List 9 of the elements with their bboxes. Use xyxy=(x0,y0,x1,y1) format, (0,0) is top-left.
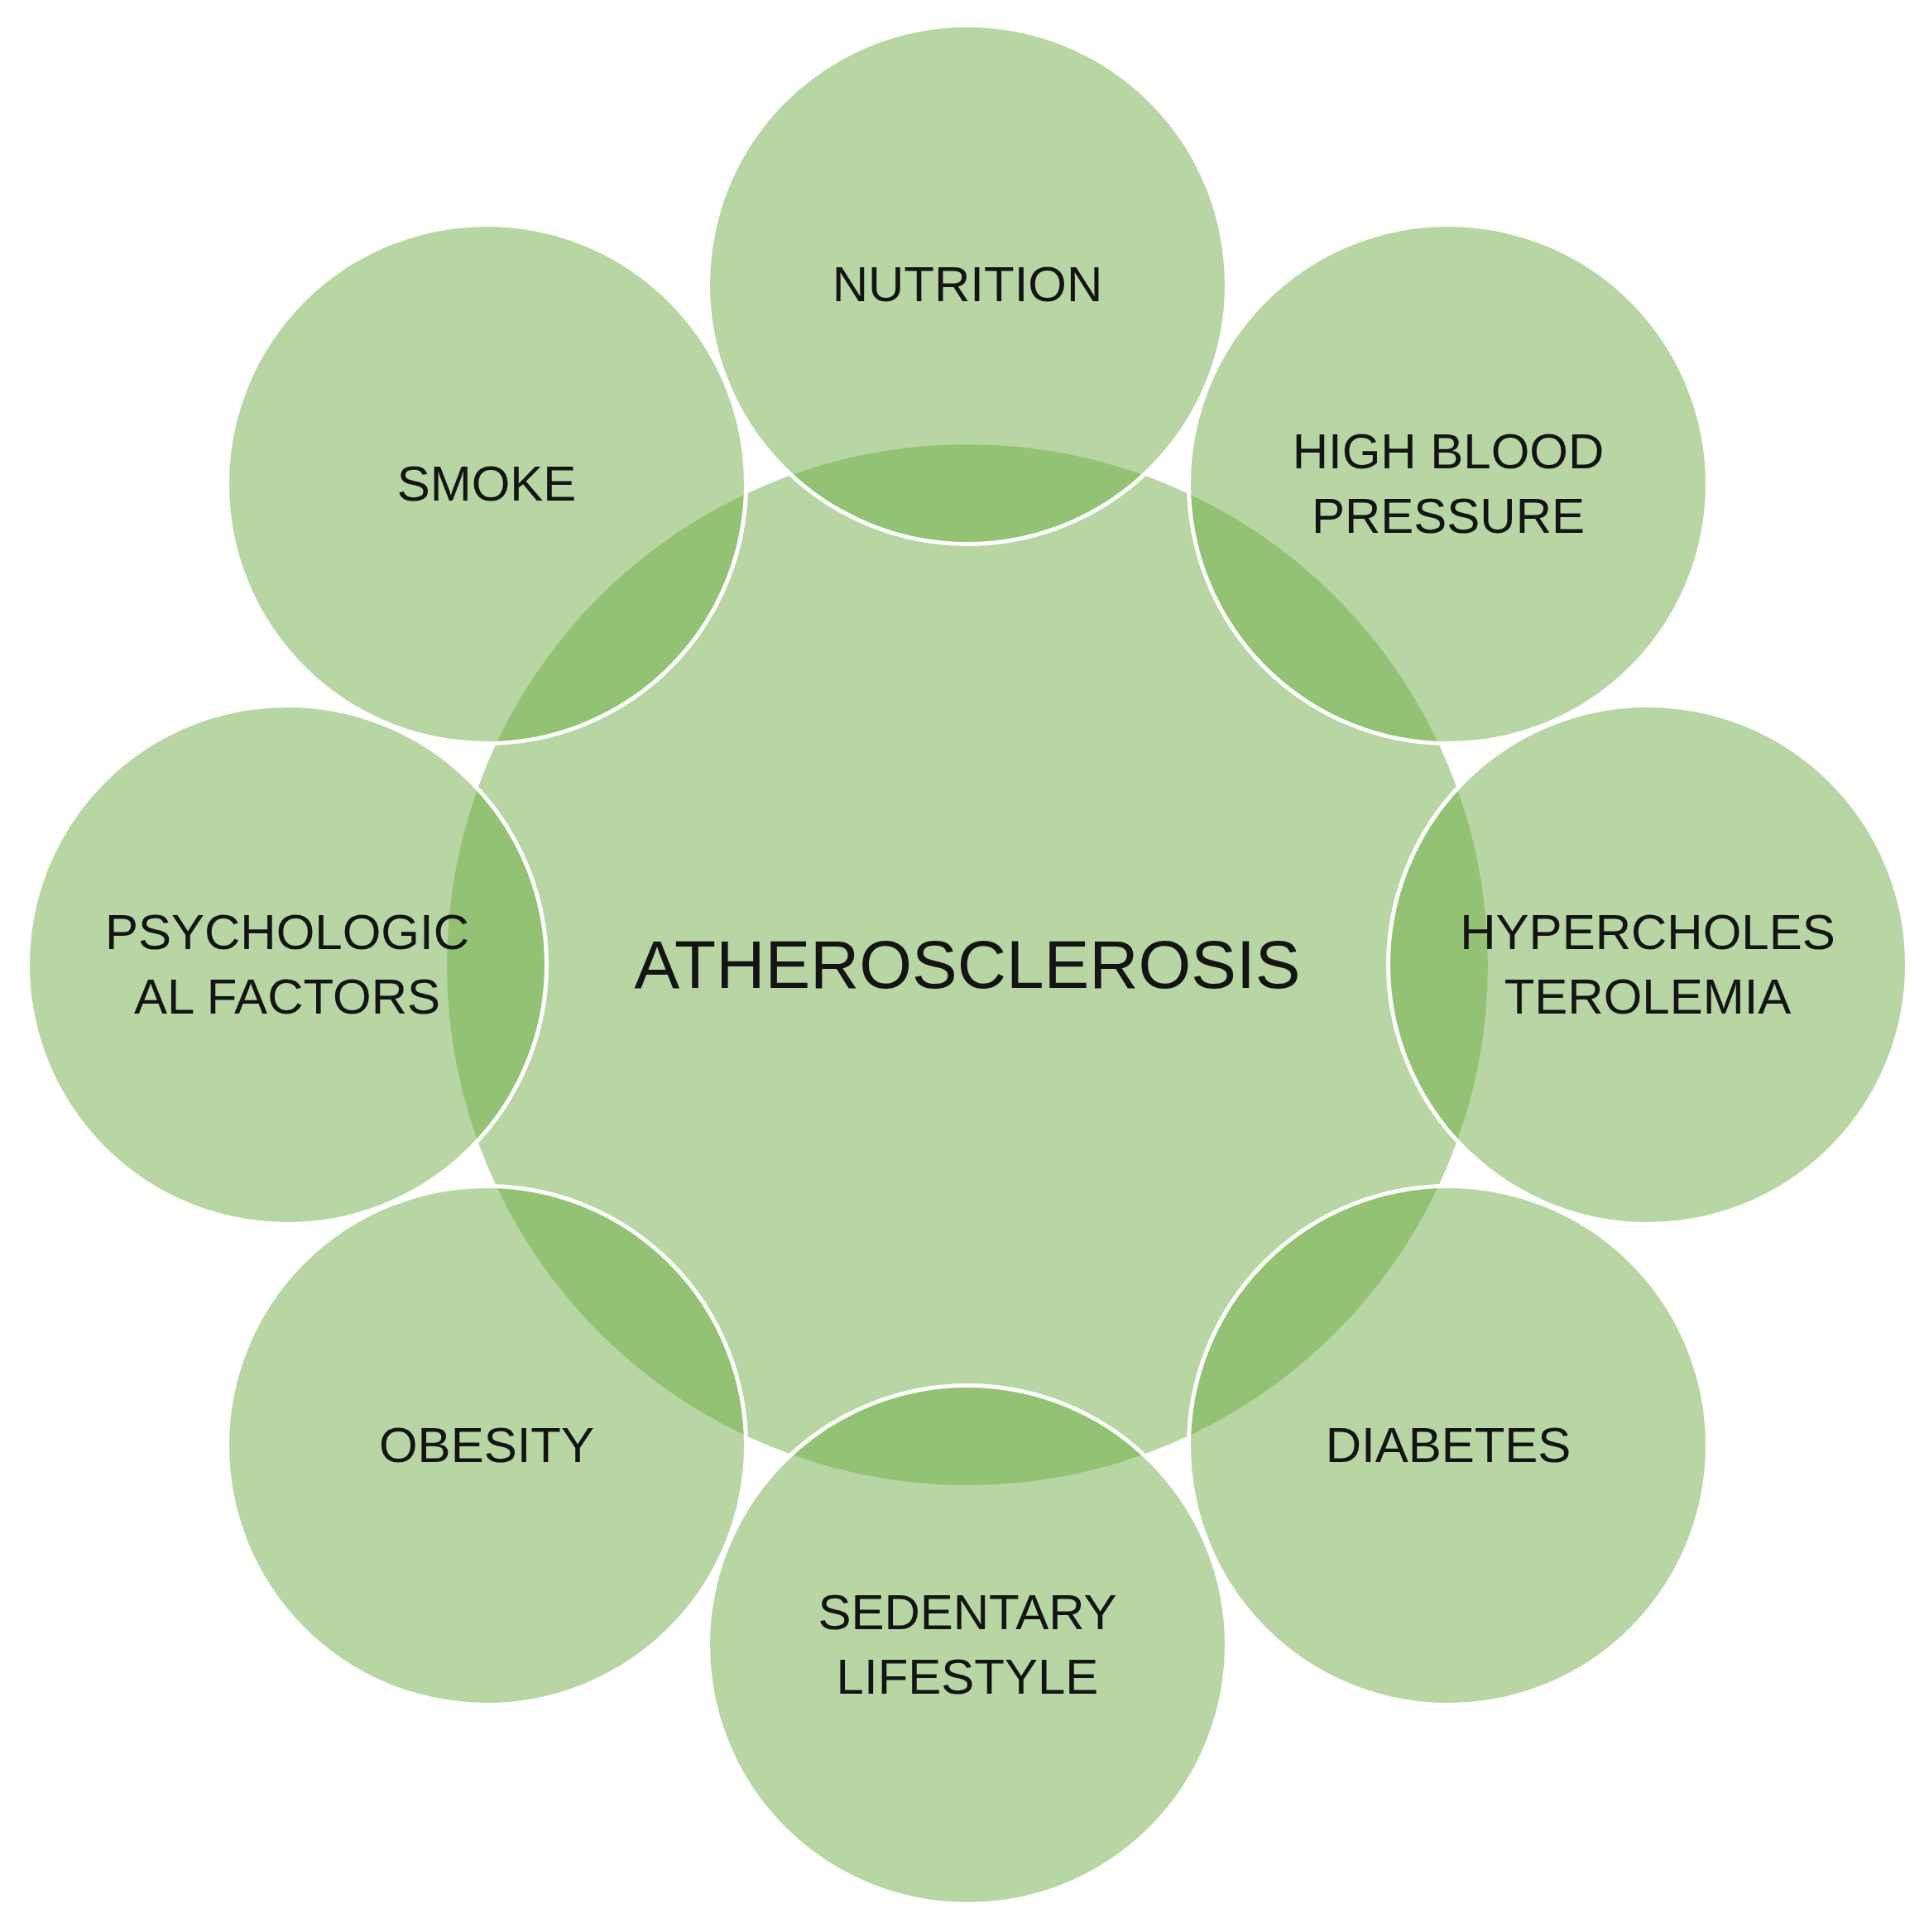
risk-factor-label: HYPERCHOLES TEROLEMIA xyxy=(1459,904,1836,1026)
risk-factor-label: SEDENTARY LIFESTYLE xyxy=(817,1584,1118,1706)
risk-factor-label: HIGH BLOOD PRESSURE xyxy=(1291,423,1605,545)
risk-factor-label: SMOKE xyxy=(396,455,578,513)
risk-factor-label: NUTRITION xyxy=(831,256,1104,314)
risk-factor-label: PSYCHOLOGIC AL FACTORS xyxy=(103,904,471,1026)
central-label: ATHEROSCLEROSIS xyxy=(633,925,1302,1004)
risk-factor-label: OBESITY xyxy=(377,1417,596,1474)
risk-factor-label: DIABETES xyxy=(1324,1417,1572,1474)
